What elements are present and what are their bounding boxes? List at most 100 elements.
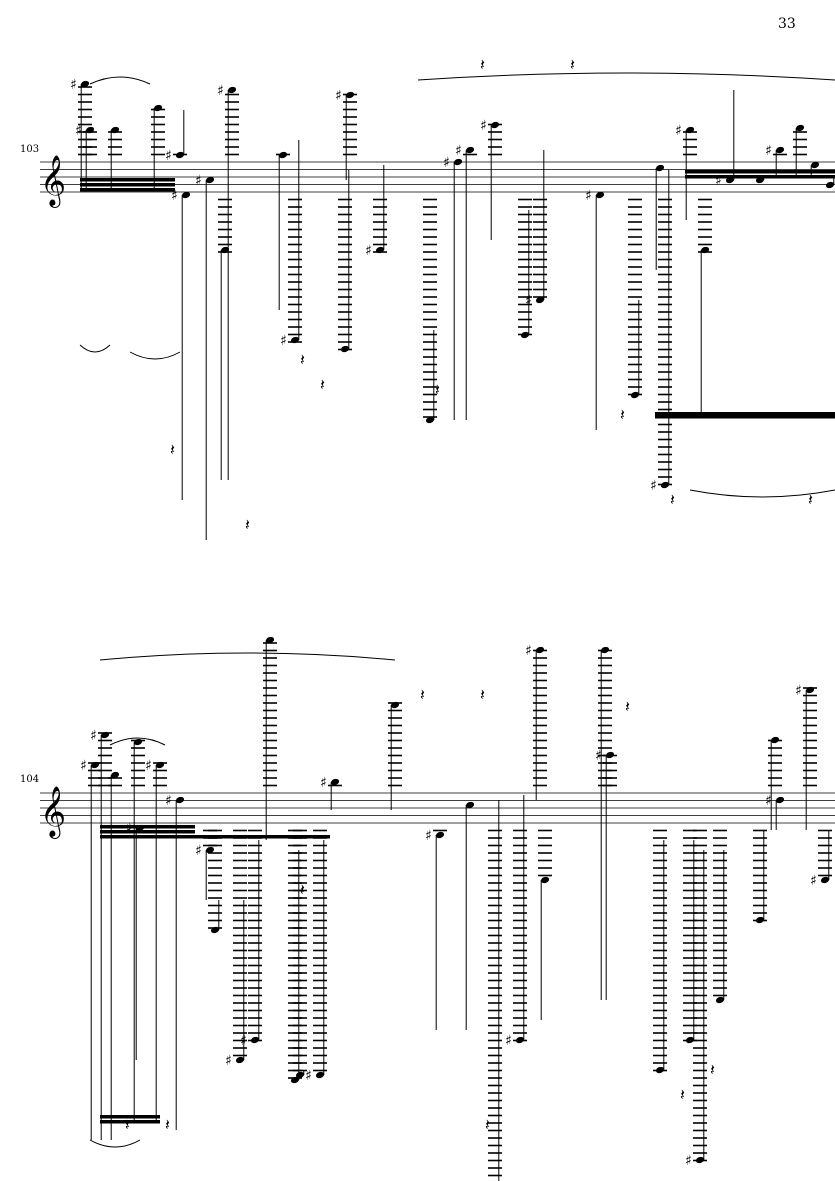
notehead bbox=[595, 191, 605, 199]
notehead bbox=[330, 778, 340, 786]
notehead bbox=[265, 636, 275, 644]
page-number: 33 bbox=[778, 16, 796, 32]
beam bbox=[100, 1120, 160, 1124]
sharp-icon: ♯ bbox=[217, 83, 224, 99]
notehead bbox=[295, 1071, 305, 1079]
beam bbox=[80, 178, 175, 182]
rest-icon: 𝄽 bbox=[420, 685, 425, 704]
notehead bbox=[227, 86, 237, 94]
notehead bbox=[80, 80, 90, 88]
slur bbox=[417, 72, 835, 81]
sharp-icon: ♯ bbox=[425, 828, 432, 844]
sharp-icon: ♯ bbox=[335, 88, 342, 104]
sharp-icon: ♯ bbox=[810, 873, 817, 889]
beam bbox=[685, 175, 835, 179]
notehead bbox=[425, 416, 435, 424]
slur bbox=[109, 737, 166, 746]
notehead bbox=[205, 846, 215, 854]
sharp-icon: ♯ bbox=[320, 775, 327, 791]
sharp-icon: ♯ bbox=[525, 293, 532, 309]
treble-clef-icon: 𝄞 bbox=[40, 786, 66, 839]
notehead bbox=[465, 801, 475, 809]
sharp-icon: ♯ bbox=[765, 793, 772, 809]
sharp-icon: ♯ bbox=[365, 243, 372, 259]
rest-icon: 𝄽 bbox=[125, 1115, 130, 1134]
notehead bbox=[715, 996, 725, 1004]
sharp-icon: ♯ bbox=[225, 1053, 232, 1069]
sharp-icon: ♯ bbox=[715, 173, 722, 189]
notehead bbox=[175, 796, 185, 804]
sharp-icon: ♯ bbox=[171, 188, 178, 204]
rest-icon: 𝄽 bbox=[485, 1115, 490, 1134]
sharp-icon: ♯ bbox=[675, 123, 682, 139]
notehead bbox=[435, 831, 445, 839]
sharp-icon: ♯ bbox=[240, 1033, 247, 1049]
notehead bbox=[453, 158, 463, 166]
rest-icon: 𝄽 bbox=[620, 405, 625, 424]
notehead bbox=[181, 191, 191, 199]
sharp-icon: ♯ bbox=[765, 143, 772, 159]
sharp-icon: ♯ bbox=[455, 143, 462, 159]
sharp-icon: ♯ bbox=[195, 843, 202, 859]
sharp-icon: ♯ bbox=[305, 1068, 312, 1084]
notehead bbox=[535, 296, 545, 304]
rest-icon: 𝄽 bbox=[670, 490, 675, 509]
sharp-icon: ♯ bbox=[443, 155, 450, 171]
rest-icon: 𝄽 bbox=[245, 515, 250, 534]
rest-icon: 𝄽 bbox=[710, 1060, 715, 1079]
sharp-icon: ♯ bbox=[70, 77, 77, 93]
notehead bbox=[315, 1071, 325, 1079]
sharp-icon: ♯ bbox=[165, 793, 172, 809]
sharp-icon: ♯ bbox=[145, 758, 152, 774]
slur bbox=[99, 652, 396, 661]
sharp-icon: ♯ bbox=[585, 188, 592, 204]
notehead bbox=[110, 771, 120, 779]
beam bbox=[100, 1115, 160, 1119]
sharp-icon: ♯ bbox=[125, 821, 132, 837]
rest-icon: 𝄽 bbox=[165, 1115, 170, 1134]
notehead bbox=[795, 124, 805, 132]
treble-clef-icon: 𝄞 bbox=[40, 155, 66, 208]
notehead bbox=[825, 181, 835, 189]
notehead bbox=[540, 876, 550, 884]
rest-icon: 𝄽 bbox=[170, 440, 175, 459]
sharp-icon: ♯ bbox=[195, 173, 202, 189]
rest-icon: 𝄽 bbox=[625, 697, 630, 716]
sharp-icon: ♯ bbox=[650, 478, 657, 494]
sharp-icon: ♯ bbox=[80, 758, 87, 774]
sharp-icon: ♯ bbox=[505, 1033, 512, 1049]
rest-icon: 𝄽 bbox=[570, 55, 575, 74]
sharp-icon: ♯ bbox=[795, 683, 802, 699]
rest-icon: 𝄽 bbox=[808, 490, 813, 509]
sharp-icon: ♯ bbox=[685, 1153, 692, 1169]
beam bbox=[80, 183, 175, 187]
notehead bbox=[820, 876, 830, 884]
sharp-icon: ♯ bbox=[525, 643, 532, 659]
beam bbox=[100, 835, 330, 839]
rest-icon: 𝄽 bbox=[480, 55, 485, 74]
beam bbox=[100, 830, 195, 834]
rest-icon: 𝄽 bbox=[300, 880, 305, 899]
rest-icon: 𝄽 bbox=[300, 350, 305, 369]
rest-icon: 𝄽 bbox=[435, 380, 440, 399]
rest-icon: 𝄽 bbox=[320, 375, 325, 394]
sharp-icon: ♯ bbox=[480, 118, 487, 134]
notehead bbox=[235, 1056, 245, 1064]
beam bbox=[685, 170, 835, 174]
sharp-icon: ♯ bbox=[280, 333, 287, 349]
sharp-icon: ♯ bbox=[75, 123, 82, 139]
sharp-icon: ♯ bbox=[165, 148, 172, 164]
beam bbox=[100, 825, 195, 829]
notehead bbox=[775, 146, 785, 154]
slur bbox=[79, 344, 111, 353]
notehead bbox=[810, 161, 820, 169]
slur bbox=[89, 1139, 141, 1148]
notehead bbox=[205, 176, 215, 184]
measure-number-104: 104 bbox=[20, 774, 40, 785]
notehead bbox=[655, 164, 665, 172]
beam bbox=[80, 188, 175, 192]
measure-number-103: 103 bbox=[20, 144, 40, 155]
beam bbox=[655, 412, 835, 416]
notehead bbox=[775, 796, 785, 804]
